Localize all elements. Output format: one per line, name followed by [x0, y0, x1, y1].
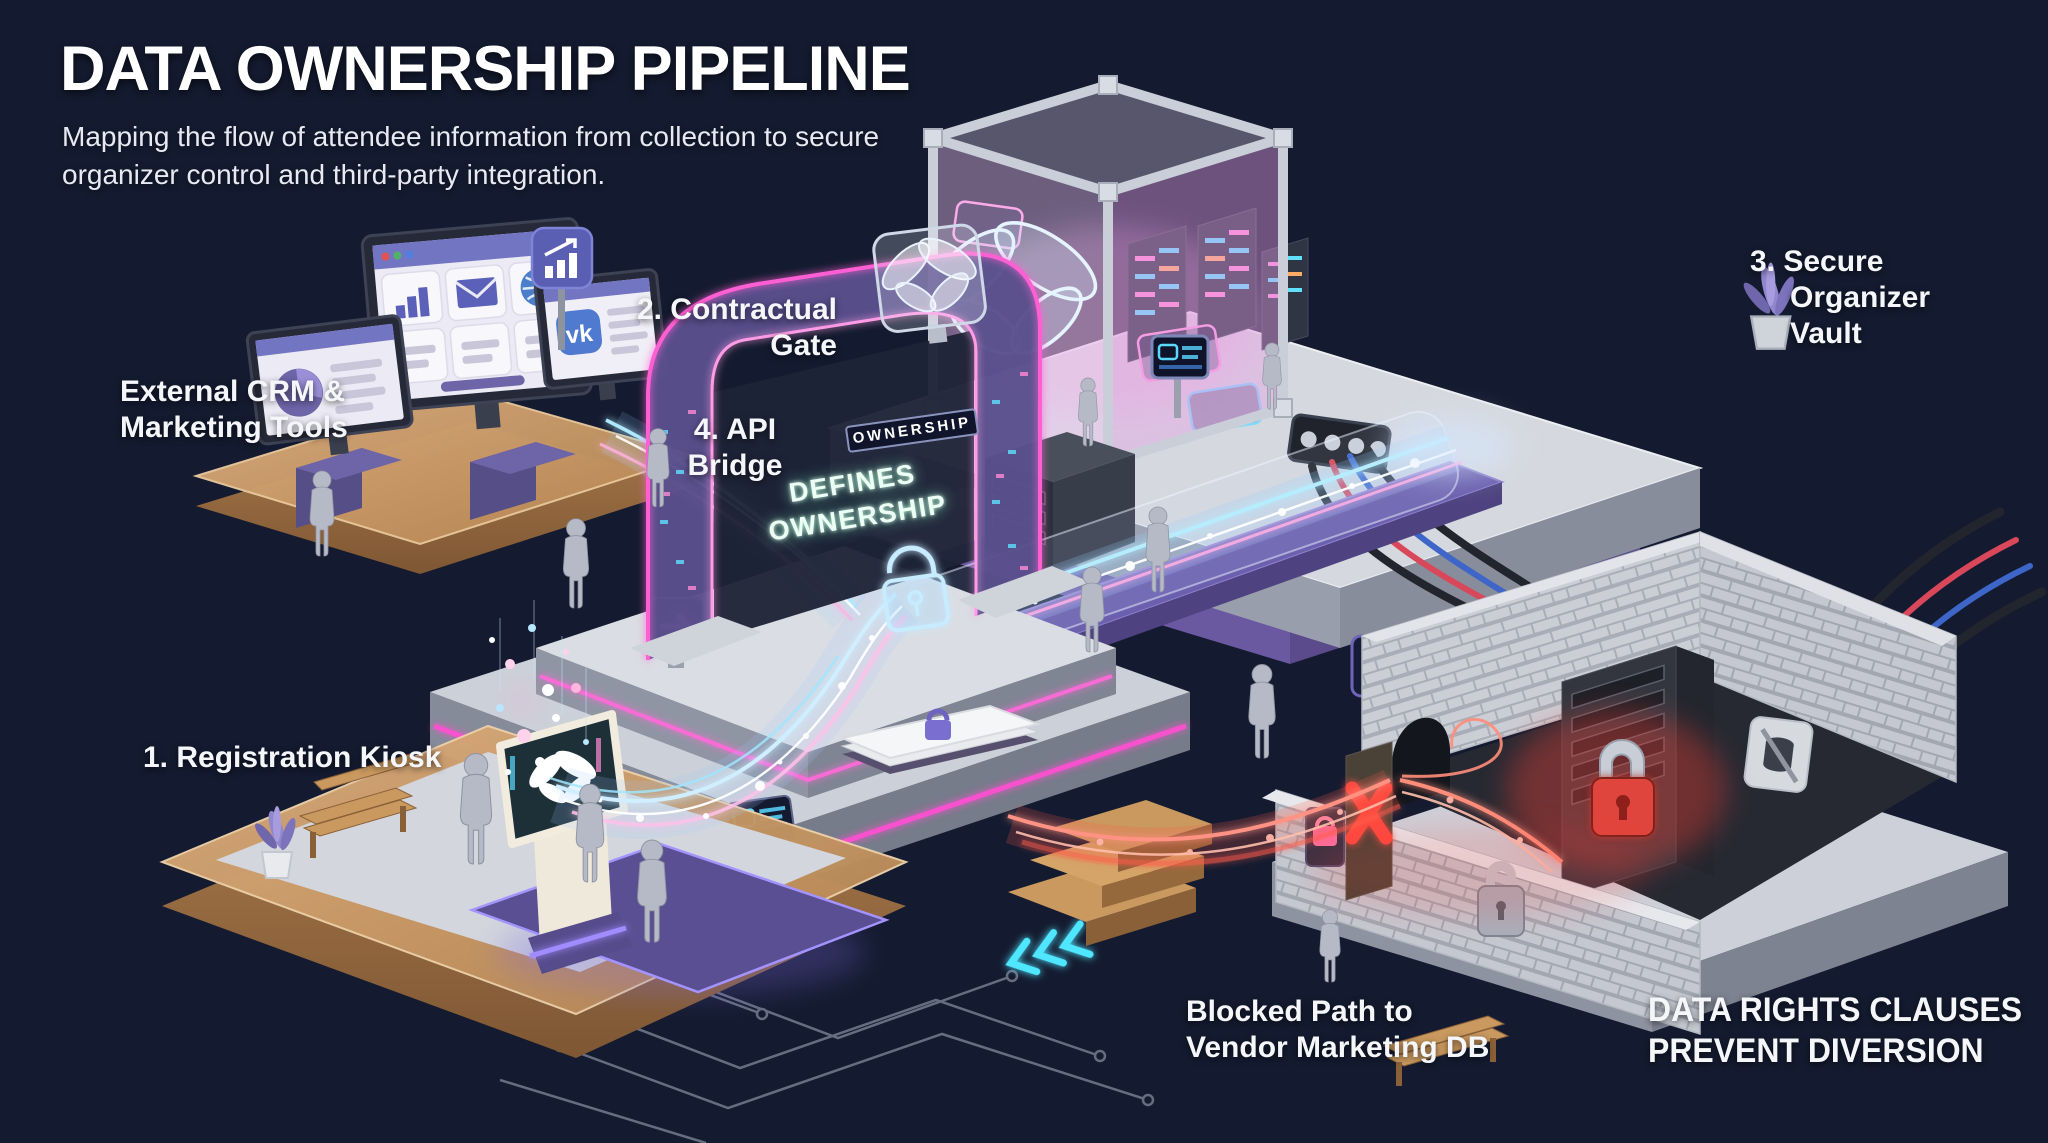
label-api-bridge: 4. API Bridge — [687, 413, 783, 482]
main-data-stream — [549, 578, 919, 839]
neon-trim-upper — [539, 674, 1113, 783]
red-padlock-icon — [1591, 739, 1655, 837]
x-icon — [1345, 781, 1393, 845]
data-particles — [489, 600, 589, 775]
title-block: DATA OWNERSHIP PIPELINE Mapping the flow… — [60, 34, 911, 193]
crm-vk-monitor: vk — [533, 268, 668, 401]
book-lock-icon — [925, 708, 951, 740]
bar-chart-icon — [395, 287, 430, 319]
bench — [1382, 1015, 1510, 1086]
blocked-data-stream — [1005, 717, 1650, 918]
no-data-sign — [1743, 716, 1814, 793]
label-data-rights: DATA RIGHTS CLAUSES PREVENT DIVERSION — [1648, 991, 2023, 1070]
crm-pie-monitor — [245, 314, 414, 456]
wall-arch-opening — [1392, 717, 1450, 808]
label-external-crm: External CRM & Marketing Tools — [120, 375, 348, 444]
label-secure-organizer-vault: 3. Secure Organizer Vault — [1750, 245, 1931, 350]
vk-logo-text: vk — [565, 320, 595, 350]
stairs — [1008, 800, 1212, 946]
label-blocked-path: Blocked Path to Vendor Marketing DB — [1186, 995, 1490, 1064]
bench — [298, 753, 419, 858]
holo-lock-icon — [882, 545, 951, 633]
label-contractual-gate: 2. Contractual Gate — [636, 293, 837, 362]
contractual-gate — [630, 223, 1090, 774]
badge-sign — [1150, 334, 1210, 418]
registration-kiosk-terminal — [496, 710, 632, 974]
vk-logo-icon — [556, 309, 603, 356]
page-subtitle: Mapping the flow of attendee information… — [62, 121, 880, 190]
analytics-sign — [530, 226, 594, 350]
plant — [255, 806, 296, 879]
gate-plaque — [869, 223, 989, 344]
gate-neon-outer — [646, 251, 1042, 660]
vendor-server-rack — [1506, 645, 1726, 899]
crm-station: vk — [192, 217, 698, 574]
chevron-left-icons — [1005, 920, 1094, 976]
gate-neon-inner — [710, 311, 978, 636]
contract-book — [838, 704, 1042, 774]
mail-icon — [455, 277, 498, 309]
id-card-icon — [1157, 343, 1179, 361]
growth-chart-icon — [544, 238, 577, 278]
plant — [1743, 262, 1794, 350]
page-title: DATA OWNERSHIP PIPELINE — [60, 34, 911, 104]
label-registration-kiosk: 1. Registration Kiosk — [143, 741, 442, 774]
kiosk-station — [159, 600, 909, 1058]
